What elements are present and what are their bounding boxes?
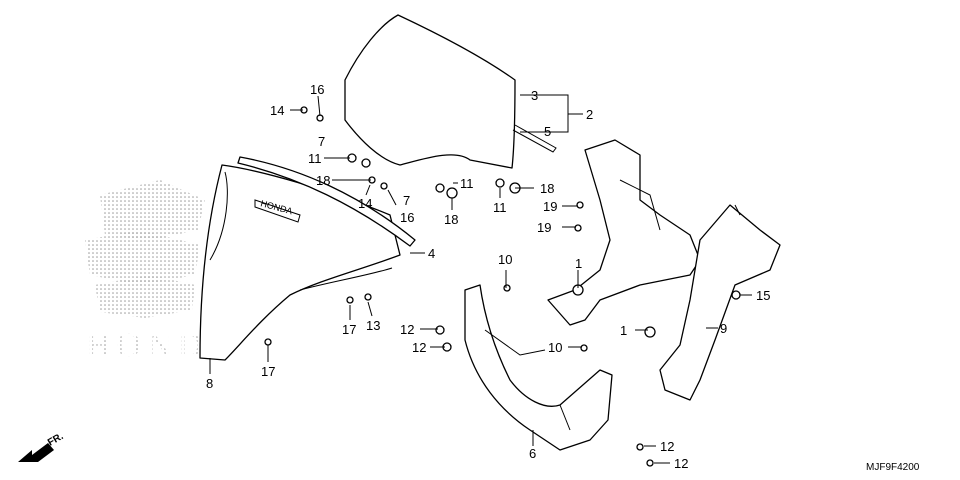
part-3-windscreen [344, 14, 557, 169]
callout-17a: 17 [342, 322, 356, 337]
callout-19a: 19 [543, 199, 557, 214]
part-6-inner-panel [464, 284, 613, 451]
callout-1a: 1 [575, 256, 582, 271]
callout-11a: 11 [308, 151, 322, 166]
callout-18a: 18 [316, 173, 330, 188]
callout-3: 3 [531, 88, 538, 103]
callout-12b: 12 [412, 340, 426, 355]
callout-11c: 11 [493, 200, 507, 215]
honda-wing-watermark: HONDA [85, 180, 233, 364]
callout-12a: 12 [400, 322, 414, 337]
callout-18b: 18 [540, 181, 554, 196]
callout-12c: 12 [660, 439, 674, 454]
callout-7b: 7 [403, 193, 410, 208]
callout-14b: 14 [358, 196, 372, 211]
callout-labels: 3 2 5 14 16 7 11 18 11 18 7 14 16 11 18 … [206, 82, 770, 471]
callout-16a: 16 [310, 82, 324, 97]
diagram-code: MJF9F4200 [866, 462, 920, 473]
front-marker-label: FR. [46, 431, 66, 449]
callout-12d: 12 [674, 456, 688, 471]
callout-19b: 19 [537, 220, 551, 235]
callout-14a: 14 [270, 103, 284, 118]
callout-2: 2 [586, 107, 593, 122]
callout-18c: 18 [444, 212, 458, 227]
callout-5: 5 [544, 124, 551, 139]
part-9-stay-frame [547, 139, 781, 401]
callout-8: 8 [206, 376, 213, 391]
part-8-front-cowl: HONDA [199, 156, 416, 361]
callout-16b: 16 [400, 210, 414, 225]
callout-10a: 10 [498, 252, 512, 267]
callout-9: 9 [720, 321, 727, 336]
front-direction-arrow: FR. [18, 431, 66, 462]
callout-4: 4 [428, 246, 435, 261]
callout-7a: 7 [318, 134, 325, 149]
callout-13: 13 [366, 318, 380, 333]
callout-17b: 17 [261, 364, 275, 379]
leader-lines [209, 94, 752, 464]
callout-15: 15 [756, 288, 770, 303]
callout-11b: 11 [460, 176, 474, 191]
callout-10b: 10 [548, 340, 562, 355]
callout-6: 6 [529, 446, 536, 461]
callout-1b: 1 [620, 323, 627, 338]
